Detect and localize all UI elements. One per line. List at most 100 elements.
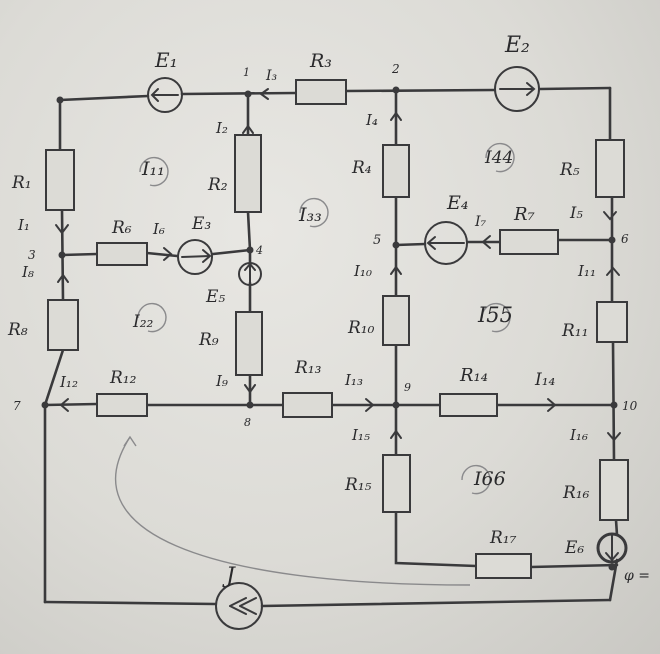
label-i15: I₁₅ [351, 426, 370, 444]
loop-label-i22: I₂₂ [132, 312, 154, 332]
arrow-i14 [547, 398, 557, 412]
loop-label-i11: I₁₁ [141, 158, 165, 180]
node-7: 7 [13, 399, 21, 413]
label-r6: R₆ [111, 218, 132, 238]
node-9: 9 [404, 381, 411, 394]
label-r8: R₈ [7, 320, 28, 340]
source-e3 [177, 239, 213, 275]
label-r5: R₅ [559, 160, 580, 180]
loop-label-i55: I55 [477, 303, 513, 327]
node-dot [246, 246, 254, 254]
source-e6 [596, 532, 628, 564]
arrow-i9 [244, 384, 256, 394]
node-dot [41, 401, 49, 409]
loop-markers [114, 142, 515, 586]
junctions [41, 86, 618, 571]
label-i5: I₅ [569, 203, 583, 222]
label-phi: φ = [624, 568, 650, 584]
resistor-r11 [596, 301, 628, 343]
label-e2: E₂ [504, 33, 530, 58]
resistor-r9 [235, 311, 263, 376]
label-r12: R₁₂ [109, 368, 137, 388]
resistor-r13 [282, 392, 333, 418]
node-4: 4 [255, 244, 263, 257]
node-8: 8 [244, 416, 251, 429]
arrow-i3 [259, 88, 269, 100]
resistor-r10 [382, 295, 410, 346]
label-r7: R₇ [513, 204, 535, 225]
loop-i22-circle [137, 302, 167, 333]
arrow-i6 [163, 247, 173, 261]
node-dot [246, 401, 254, 409]
resistor-r12 [96, 393, 148, 417]
loop-label-i33: I₃₃ [298, 204, 322, 226]
node-3: 3 [28, 248, 36, 262]
node-dot [610, 401, 618, 409]
sources [147, 66, 628, 630]
loop-i11-circle [139, 156, 169, 187]
loop-j-sweep [114, 436, 471, 586]
resistor-r15 [382, 454, 411, 513]
label-r1: R₁ [11, 173, 32, 193]
label-r16: R₁₆ [562, 483, 590, 503]
arrow-i1 [55, 224, 69, 235]
resistor-r14 [439, 393, 498, 417]
label-e4: E₄ [446, 192, 469, 214]
arrow-i16 [607, 432, 621, 442]
current-arrows [55, 88, 621, 442]
label-i7: I₇ [474, 214, 487, 230]
resistor-r3 [295, 79, 347, 105]
label-i11: I₁₁ [577, 262, 596, 280]
node-dot [608, 563, 616, 571]
label-r15: R₁₅ [344, 475, 372, 495]
loop-label-i44: I44 [484, 148, 513, 168]
label-r17: R₁₇ [489, 528, 517, 548]
resistor-r8 [47, 299, 79, 351]
loop-i44-circle [485, 142, 515, 173]
arrow-i2 [242, 124, 254, 134]
resistor-r6 [96, 242, 148, 266]
label-r9: R₉ [198, 330, 219, 350]
label-i2: I₂ [215, 119, 228, 137]
loop-i33-circle [299, 197, 329, 228]
node-1: 1 [243, 66, 250, 79]
node-6: 6 [621, 232, 629, 246]
node-dot [392, 86, 400, 94]
loop-i66-circle [461, 464, 491, 495]
label-i4: I₄ [365, 111, 378, 129]
label-i13: I₁₃ [344, 371, 363, 389]
node-dot [608, 236, 616, 244]
arrow-i11 [606, 266, 620, 276]
label-e6: E₆ [564, 538, 584, 558]
label-i10: I₁₀ [353, 262, 372, 280]
label-i12: I₁₂ [59, 373, 78, 391]
source-e5 [238, 262, 262, 286]
resistor-r2 [234, 134, 262, 213]
node-2: 2 [391, 62, 400, 76]
source-e4 [424, 221, 468, 265]
wire-bottom [43, 598, 612, 608]
label-i9: I₉ [215, 372, 228, 390]
label-r3: R₃ [309, 50, 332, 72]
label-i3: I₃ [265, 68, 278, 84]
loop-j-sweep-head [123, 435, 137, 447]
labels: E₁ E₂ E₃ E₄ E₅ E₆ J R₁ R₂ R₃ R₄ R₅ R₆ R₇… [7, 33, 650, 589]
source-e2 [494, 66, 540, 112]
wire-mid-row-7-10 [43, 402, 616, 407]
node-5: 5 [373, 233, 381, 248]
resistor-r17 [475, 553, 532, 579]
resistor-r4 [382, 144, 410, 198]
node-dot [392, 241, 400, 249]
node-dot [56, 96, 64, 104]
resistor-r7 [499, 229, 559, 255]
wires [43, 86, 619, 608]
label-r10: R₁₀ [347, 318, 375, 338]
label-e1: E₁ [154, 48, 178, 72]
arrow-i12 [59, 398, 69, 412]
resistor-r5 [595, 139, 625, 198]
label-e3: E₃ [191, 214, 211, 234]
wire-right [608, 86, 619, 602]
node-10: 10 [622, 399, 638, 413]
